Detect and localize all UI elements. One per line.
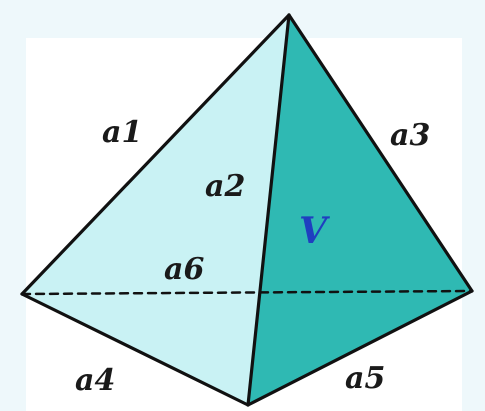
label-a4: a4: [75, 363, 115, 398]
backdrop-band-left: [0, 0, 26, 411]
label-a5: a5: [345, 361, 385, 396]
label-a3: a3: [390, 118, 430, 153]
edge-a4: [20, 292, 250, 407]
edge-a3: [287, 13, 474, 293]
label-a1: a1: [102, 115, 142, 150]
edge-a1: [20, 13, 291, 296]
label-volume: V: [299, 210, 330, 252]
backdrop-band-top: [0, 0, 485, 38]
edge-a6-hidden: [20, 289, 474, 296]
label-a6: a6: [164, 252, 204, 287]
right-face: [248, 15, 472, 405]
edge-a2: [246, 13, 291, 407]
edge-a5: [246, 289, 474, 407]
backdrop-band-right: [462, 0, 485, 411]
label-a2: a2: [205, 169, 245, 204]
left-face: [22, 15, 289, 405]
